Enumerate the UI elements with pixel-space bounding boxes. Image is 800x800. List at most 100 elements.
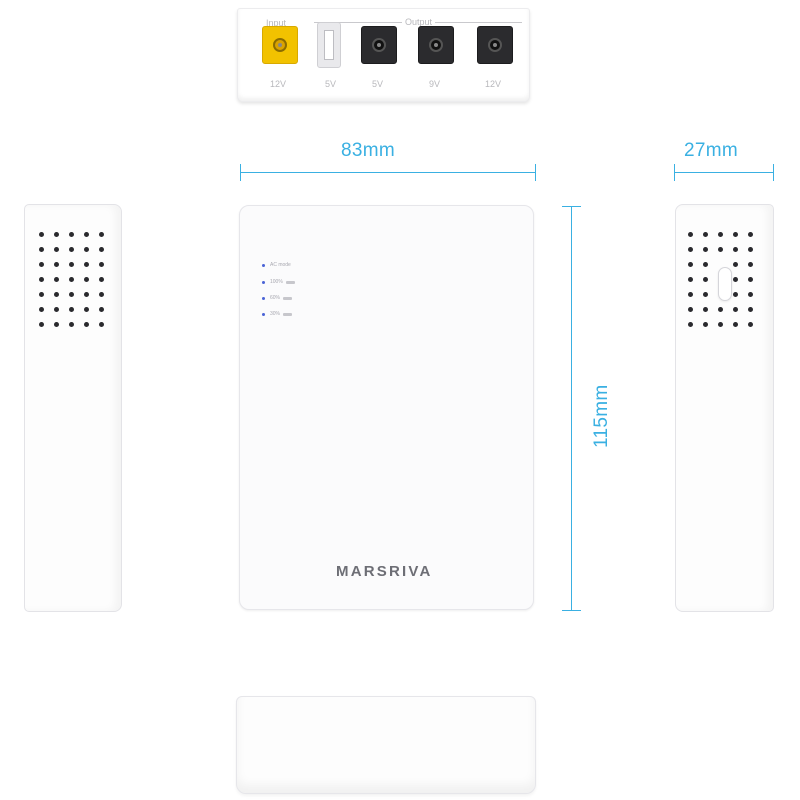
vent-hole xyxy=(99,277,104,282)
vent-hole xyxy=(703,232,708,237)
vent-hole xyxy=(84,247,89,252)
indicator-30: 30% xyxy=(262,311,293,317)
vent-hole xyxy=(748,292,753,297)
vent-hole xyxy=(688,307,693,312)
vent-hole xyxy=(748,277,753,282)
vent-hole xyxy=(748,262,753,267)
height-dimension-line xyxy=(571,206,572,611)
vent-hole xyxy=(718,247,723,252)
vent-hole xyxy=(84,232,89,237)
vent-hole xyxy=(39,277,44,282)
vent-hole xyxy=(718,232,723,237)
vent-hole xyxy=(99,307,104,312)
vent-hole xyxy=(688,247,693,252)
vent-hole xyxy=(84,262,89,267)
vent-hole xyxy=(54,292,59,297)
vent-hole xyxy=(688,232,693,237)
vent-hole xyxy=(703,247,708,252)
front-panel xyxy=(239,205,534,610)
port-label-input: 12V xyxy=(270,79,287,89)
led-icon xyxy=(262,263,265,267)
vent-hole xyxy=(703,262,708,267)
vent-hole xyxy=(54,277,59,282)
indicator-ac-mode: AC mode xyxy=(262,262,291,268)
vent-hole xyxy=(733,247,738,252)
vent-hole xyxy=(69,232,74,237)
vent-hole xyxy=(54,322,59,327)
vent-hole xyxy=(733,232,738,237)
vent-hole xyxy=(718,322,723,327)
output-label: Output xyxy=(402,17,436,27)
input-port-12v xyxy=(262,26,298,64)
vent-hole xyxy=(703,292,708,297)
vent-hole xyxy=(69,277,74,282)
led-icon xyxy=(262,312,265,316)
vent-hole xyxy=(39,307,44,312)
vent-hole xyxy=(84,292,89,297)
vent-hole xyxy=(733,307,738,312)
vent-hole xyxy=(39,247,44,252)
vent-hole xyxy=(99,322,104,327)
vent-hole xyxy=(733,322,738,327)
depth-tick-left xyxy=(674,164,675,181)
bottom-edge-view xyxy=(236,696,536,794)
vent-hole xyxy=(733,262,738,267)
vent-hole xyxy=(703,322,708,327)
vent-hole xyxy=(703,277,708,282)
vent-hole xyxy=(69,262,74,267)
led-icon xyxy=(262,296,265,300)
vent-hole xyxy=(99,292,104,297)
vent-hole xyxy=(84,277,89,282)
depth-tick-right xyxy=(773,164,774,181)
vent-hole xyxy=(39,292,44,297)
vent-hole xyxy=(84,307,89,312)
vent-hole xyxy=(39,322,44,327)
dc-port-9v xyxy=(418,26,454,64)
port-label-dc1: 5V xyxy=(372,79,384,89)
vent-hole xyxy=(39,262,44,267)
width-tick-left xyxy=(240,164,241,181)
vent-hole xyxy=(733,292,738,297)
vent-hole xyxy=(39,232,44,237)
vent-hole xyxy=(54,307,59,312)
indicator-60: 60% xyxy=(262,295,293,301)
vent-hole xyxy=(69,247,74,252)
vent-hole xyxy=(99,232,104,237)
vent-hole xyxy=(748,247,753,252)
port-label-dc2: 9V xyxy=(429,79,441,89)
vent-hole xyxy=(688,292,693,297)
vent-hole xyxy=(99,262,104,267)
vent-hole xyxy=(748,232,753,237)
right-vent-grid xyxy=(688,232,755,329)
left-side-view xyxy=(24,204,122,612)
usb-port-5v xyxy=(317,22,341,68)
battery-bar-icon xyxy=(285,280,295,284)
vent-hole xyxy=(748,322,753,327)
width-dimension-label: 83mm xyxy=(341,140,395,161)
dc-port-5v xyxy=(361,26,397,64)
vent-hole xyxy=(54,262,59,267)
vent-hole xyxy=(733,277,738,282)
height-tick-bottom xyxy=(562,610,581,611)
vent-hole xyxy=(688,322,693,327)
input-label: Input xyxy=(266,18,287,28)
port-label-usb: 5V xyxy=(325,79,337,89)
power-switch[interactable] xyxy=(718,267,732,301)
left-vent-grid xyxy=(39,232,106,329)
battery-bar-icon xyxy=(283,312,293,316)
vent-hole xyxy=(54,232,59,237)
brand-logo: MARSRIVA xyxy=(336,563,433,580)
height-dimension-label: 115mm xyxy=(591,384,612,448)
vent-hole xyxy=(703,307,708,312)
vent-hole xyxy=(718,307,723,312)
indicator-100: 100% xyxy=(262,279,295,285)
vent-hole xyxy=(69,292,74,297)
depth-dimension-label: 27mm xyxy=(684,140,738,161)
vent-hole xyxy=(748,307,753,312)
height-tick-top xyxy=(562,206,581,207)
led-icon xyxy=(262,280,265,284)
vent-hole xyxy=(99,247,104,252)
dc-port-12v xyxy=(477,26,513,64)
battery-bar-icon xyxy=(283,296,293,300)
vent-hole xyxy=(69,307,74,312)
